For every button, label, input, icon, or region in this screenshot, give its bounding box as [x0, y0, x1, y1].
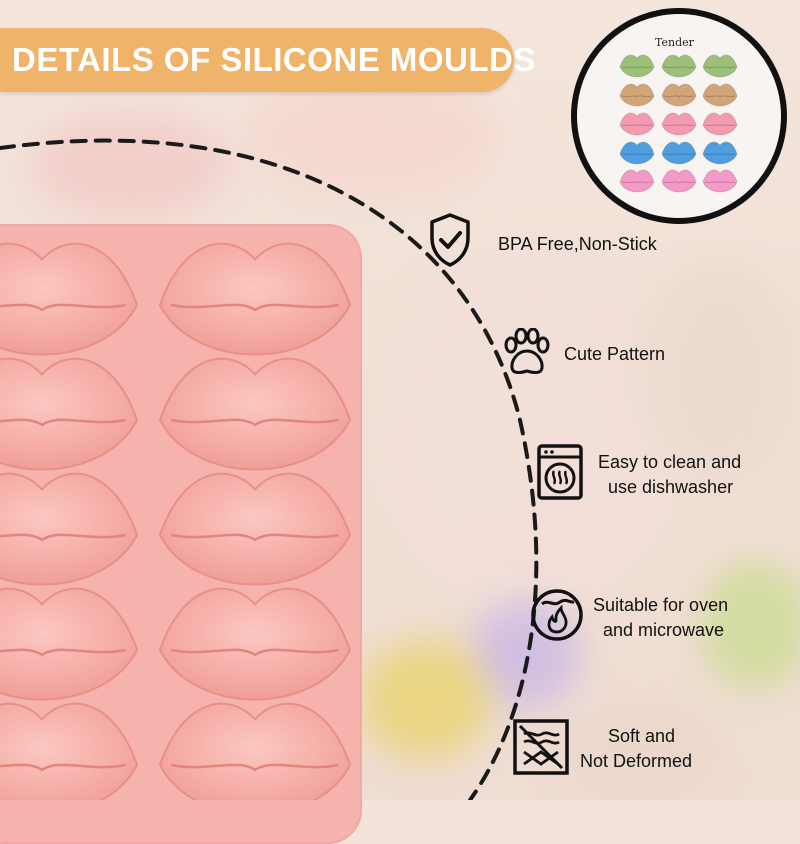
lip-cavity [158, 472, 352, 586]
mini-lip-crease [704, 95, 736, 98]
mini-lip-candy [702, 141, 738, 165]
feature-label-line1: Soft and [608, 726, 676, 746]
lip-cavity-crease [171, 763, 339, 772]
mini-lip-candy [619, 141, 655, 165]
lip-cavity [158, 242, 352, 356]
mini-lip-candy [619, 112, 655, 136]
lip-cavity-crease [0, 763, 126, 772]
lip-cavity-crease [0, 533, 126, 542]
inset-plate: Tender [577, 14, 781, 218]
no-deform-icon [513, 719, 569, 775]
shield-check-icon [430, 213, 470, 267]
mini-lip-crease [663, 181, 695, 184]
inset-label: Tender [655, 36, 694, 49]
feature-label-line2: use dishwasher [608, 477, 734, 497]
mini-lip-candy [661, 141, 697, 165]
mini-lip-crease [704, 153, 736, 156]
lip-cavity [0, 587, 139, 701]
mini-lip-crease [704, 181, 736, 184]
title-banner: DETAILS OF SILICONE MOULDS [0, 28, 535, 92]
mini-lip-candy [702, 169, 738, 193]
mini-lip-candy [702, 54, 738, 78]
mini-lip-crease [621, 181, 653, 184]
mini-lip-candy [661, 54, 697, 78]
lip-cavity [0, 242, 139, 356]
lip-cavity-crease [171, 303, 339, 312]
mini-lip-crease [621, 95, 653, 98]
mini-lip-candy [661, 169, 697, 193]
mini-lip-crease [663, 153, 695, 156]
lip-cavity-crease [171, 648, 339, 657]
mini-lip-candy [619, 54, 655, 78]
feature-dishwasher: Easy to clean and use dishwasher [536, 443, 786, 505]
mini-lip-crease [621, 153, 653, 156]
lip-cavity-crease [0, 418, 126, 427]
mini-lip-candy [619, 169, 655, 193]
mini-lip-candy [661, 112, 697, 136]
feature-bpa-free: BPA Free,Non-Stick [428, 212, 708, 272]
lip-cavity [0, 357, 139, 471]
feature-label: Cute Pattern [564, 344, 666, 364]
feature-soft: Soft and Not Deformed [512, 718, 732, 780]
dishwasher-icon [537, 444, 583, 500]
lip-cavity [0, 472, 139, 586]
mini-lip-candy [619, 83, 655, 107]
lip-cavity-crease [171, 533, 339, 542]
mini-lips [619, 54, 738, 193]
feature-oven: Suitable for oven and microwave [530, 588, 790, 648]
lip-cavity [158, 587, 352, 701]
feature-label-line2: and microwave [603, 620, 725, 640]
paw-print-icon [504, 328, 550, 375]
feature-label-line1: Easy to clean and [598, 452, 742, 472]
feature-label-line2: Not Deformed [580, 751, 693, 771]
mini-lip-crease [663, 95, 695, 98]
mini-lip-candy [661, 83, 697, 107]
lip-cavity-crease [171, 418, 339, 427]
banner-title: DETAILS OF SILICONE MOULDS [12, 41, 536, 78]
lip-cavity [158, 702, 352, 800]
lip-cavity-crease [0, 648, 126, 657]
mini-lip-crease [663, 124, 695, 127]
inset-photo: Tender [571, 8, 787, 224]
lip-cavity [158, 357, 352, 471]
lip-cavities [0, 242, 352, 800]
mini-lip-crease [663, 66, 695, 69]
oven-flame-icon [531, 589, 583, 641]
mini-lip-candy [702, 83, 738, 107]
mini-lip-crease [704, 124, 736, 127]
mini-lip-crease [621, 66, 653, 69]
mini-lip-crease [704, 66, 736, 69]
feature-cute-pattern: Cute Pattern [500, 328, 720, 380]
mini-lip-crease [621, 124, 653, 127]
mini-lip-candy [702, 112, 738, 136]
feature-label-line1: Suitable for oven [593, 595, 729, 615]
lip-cavity [0, 702, 139, 800]
lip-cavity-crease [0, 303, 126, 312]
feature-label: BPA Free,Non-Stick [498, 234, 657, 254]
dashed-arc [0, 138, 539, 800]
